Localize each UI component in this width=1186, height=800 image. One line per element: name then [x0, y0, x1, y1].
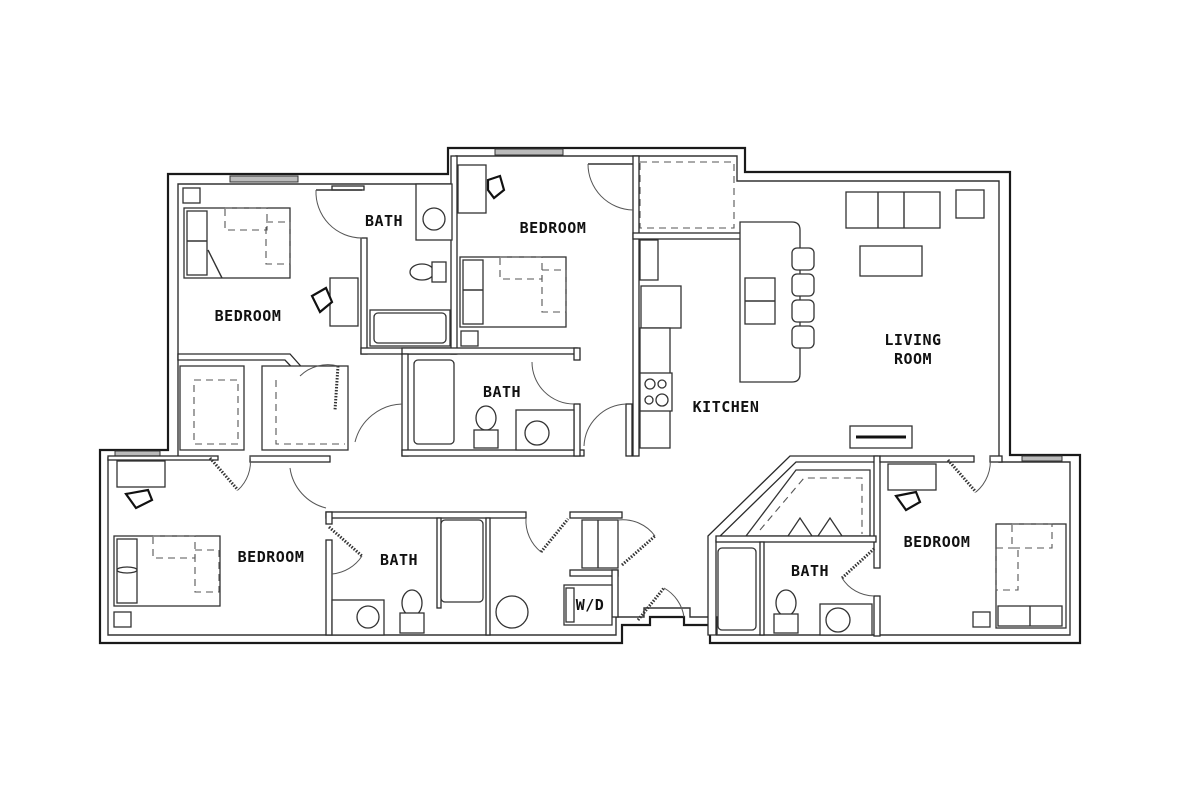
sink-icon	[825, 607, 851, 633]
sink-icon	[356, 605, 380, 629]
nightstand-icon	[113, 611, 132, 628]
chair-icon	[486, 174, 506, 200]
label-bedroom-sw: BEDROOM	[238, 548, 305, 566]
toilet-icon	[775, 589, 797, 617]
side-table-icon	[955, 189, 985, 219]
room-labels: BEDROOM BATH BEDROOM BATH KITCHEN LIVING…	[215, 212, 971, 614]
bar-stool-icon	[791, 273, 815, 297]
tub-icon	[440, 519, 484, 603]
label-living-room-line2: ROOM	[894, 350, 932, 368]
fridge-icon	[640, 285, 682, 329]
chair-icon	[124, 488, 154, 510]
stove-icon	[639, 372, 673, 412]
sofa-icon	[845, 191, 941, 229]
label-bedroom-n: BEDROOM	[520, 219, 587, 237]
nightstand-icon	[972, 611, 991, 628]
desk-icon	[887, 463, 937, 491]
chair-icon	[310, 286, 334, 314]
toilet-icon	[475, 405, 497, 431]
toilet-icon	[409, 263, 435, 281]
label-bath-sw: BATH	[380, 551, 418, 569]
desk-icon	[457, 164, 487, 214]
furniture	[113, 164, 1067, 636]
label-bath-center: BATH	[483, 383, 521, 401]
desk-icon	[329, 277, 359, 327]
label-washer-dryer: W/D	[576, 596, 605, 614]
label-bath-se: BATH	[791, 562, 829, 580]
nightstand-icon	[460, 330, 479, 347]
chair-icon	[894, 490, 922, 512]
interior-walls	[107, 155, 1003, 637]
desk-icon	[116, 460, 166, 488]
sink-icon	[524, 420, 550, 446]
bar-stool-icon	[791, 299, 815, 323]
toilet-icon	[401, 589, 423, 617]
label-bedroom-se: BEDROOM	[904, 533, 971, 551]
water-heater-icon	[495, 595, 529, 629]
nightstand-icon	[182, 187, 201, 204]
label-kitchen: KITCHEN	[693, 398, 760, 416]
bar-stool-icon	[791, 325, 815, 349]
doors	[208, 163, 991, 621]
tub-icon	[717, 547, 757, 631]
windows	[114, 148, 1063, 462]
label-bedroom-nw: BEDROOM	[215, 307, 282, 325]
label-living-room-line1: LIVING	[884, 331, 941, 349]
sink-icon	[422, 207, 446, 231]
bar-stool-icon	[791, 247, 815, 271]
tub-icon	[413, 359, 455, 445]
coffee-table-icon	[859, 245, 923, 277]
label-bath-nw: BATH	[365, 212, 403, 230]
